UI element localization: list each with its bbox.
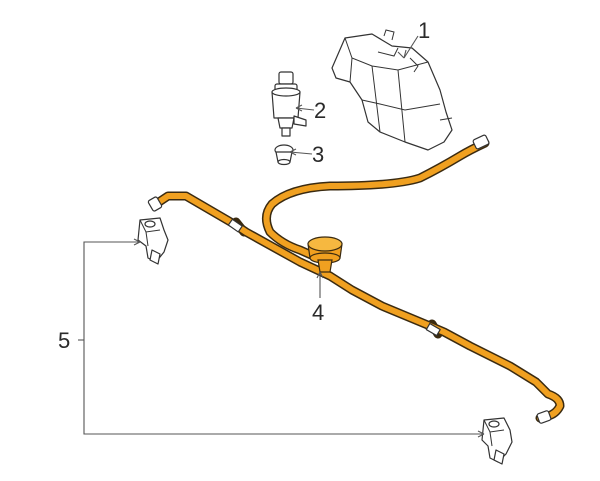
nozzle-left	[137, 217, 169, 265]
grommet-icon	[274, 144, 294, 166]
pump-icon	[271, 71, 307, 137]
leader-lines	[78, 35, 485, 438]
hose-assembly	[147, 134, 565, 424]
callout-2: 2	[314, 98, 326, 123]
callout-3: 3	[312, 142, 324, 167]
callout-1: 1	[418, 18, 430, 43]
nozzle-icon	[137, 217, 513, 465]
nozzle-right	[481, 417, 513, 465]
callout-5: 5	[58, 328, 70, 353]
check-valve-icon	[307, 236, 343, 273]
reservoir-icon	[331, 29, 453, 151]
callout-4: 4	[312, 300, 324, 325]
